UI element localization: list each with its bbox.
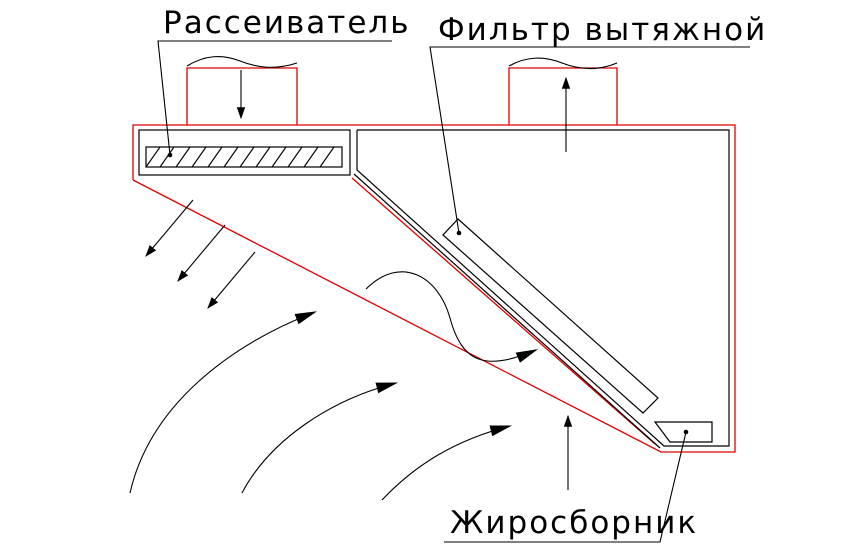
diffuser-chamber (138, 129, 351, 176)
label-diffuser: Рассеиватель (163, 5, 410, 41)
exhaust-break (508, 57, 618, 70)
filter-leader (429, 46, 750, 234)
rising-air-3 (381, 425, 513, 501)
diffuser-grid (145, 146, 343, 168)
flow-arrows (129, 70, 573, 501)
label-grease-collector: Жиросборник (450, 505, 698, 541)
supply-arrow-1 (145, 199, 194, 257)
swirl-air (365, 271, 539, 363)
hood-inner (138, 129, 730, 449)
collector-leader (444, 431, 687, 543)
filter-rail-inner (353, 173, 661, 449)
diffuser-leader (157, 40, 392, 156)
hood-outline (132, 124, 736, 453)
exhaust-filter (442, 218, 659, 414)
rising-air-1 (129, 311, 318, 494)
leaders (157, 40, 750, 543)
rising-air-2 (241, 382, 399, 494)
exhaust-duct (508, 67, 618, 125)
grease-collector-tray (653, 421, 713, 443)
duct-breaks (186, 56, 618, 70)
inlet-break (186, 56, 298, 68)
supply-arrow-3 (207, 251, 256, 309)
inlet-duct (186, 67, 298, 125)
diffuser-hatching (145, 146, 335, 168)
label-exhaust-filter: Фильтр вытяжной (438, 12, 767, 48)
filter-frame (356, 130, 730, 447)
hood-body (132, 67, 736, 453)
supply-arrow-2 (177, 224, 226, 282)
filter-rail (351, 177, 656, 445)
exhaust-chamber (357, 129, 730, 414)
